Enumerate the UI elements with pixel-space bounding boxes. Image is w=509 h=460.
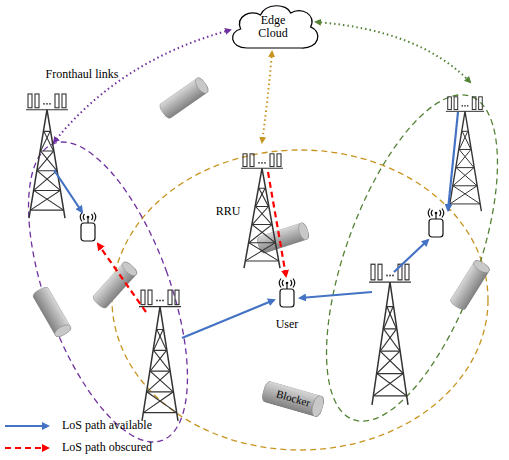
cluster-ellipses (0, 74, 509, 460)
legend-available: LoS path available (4, 418, 152, 433)
blocker-cylinder: Blocker (260, 380, 326, 418)
legend-line (5, 424, 48, 426)
illustration-part (26, 94, 68, 218)
fronthaul-label: Fronthaul links (42, 68, 122, 82)
node-text-group: Edge Cloud (248, 14, 298, 39)
illustration-part (158, 76, 211, 121)
rru-towers (26, 94, 484, 421)
illustration-part (291, 74, 509, 442)
blockers (31, 76, 491, 339)
legend-text: LoS path available (62, 418, 152, 433)
illustration-part (428, 209, 444, 238)
illustration-part (268, 172, 286, 276)
illustration-part (300, 292, 372, 298)
illustration-part (31, 285, 73, 339)
illustration-part (182, 300, 274, 338)
legend-obscured: LoS path obscured (4, 440, 152, 455)
cloud-outline (233, 6, 318, 48)
illustration-part (98, 244, 146, 312)
illustration-part (80, 213, 96, 242)
illustration-part (241, 154, 283, 268)
legend-sample (4, 420, 56, 432)
illustration-part (394, 240, 428, 272)
illustration-part (369, 264, 411, 405)
illustration-part (158, 76, 211, 121)
illustration-part (316, 22, 470, 82)
edge-cloud: Edge Cloud (226, 2, 320, 52)
illustration-part (54, 170, 82, 212)
rru-label: RRU (208, 205, 248, 219)
illustration-part (449, 258, 492, 312)
illustration-part (279, 279, 295, 308)
cylinder-body (260, 380, 326, 418)
node-text: Edge Cloud (248, 14, 298, 39)
illustration-part (446, 97, 484, 211)
illustration-part (262, 52, 272, 142)
illustration-part (112, 150, 488, 450)
los-paths (54, 112, 458, 338)
illustration-part (54, 30, 230, 142)
illustration-part (448, 112, 458, 210)
user-devices (80, 209, 444, 308)
legend-sample (4, 442, 56, 454)
legend-text: LoS path obscured (62, 440, 152, 455)
user-label: User (266, 318, 308, 332)
illustration-part (449, 258, 492, 312)
illustration-part (31, 285, 73, 339)
legend-line (5, 446, 48, 448)
illustration-part (0, 122, 220, 460)
